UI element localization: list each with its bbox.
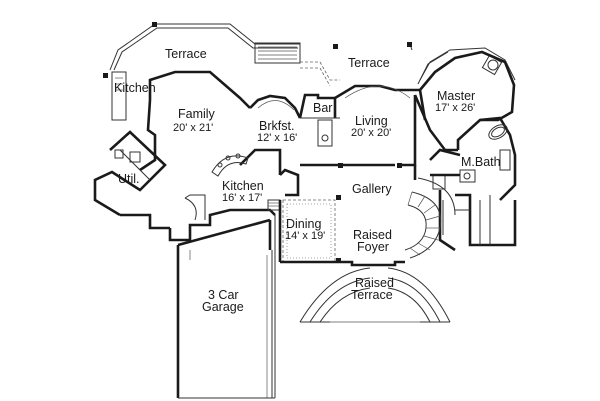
room-labels: Terrace Terrace Kitchen Family 20' x 21'… <box>114 47 501 314</box>
label-dining-size: 14' x 19' <box>285 230 325 242</box>
label-breakfast: Brkfst. <box>259 119 294 133</box>
raised-terrace <box>299 267 451 323</box>
label-bar: Bar <box>313 101 332 115</box>
label-dining: Dining <box>286 217 321 231</box>
label-raised-terrace-line1: Raised <box>355 276 394 290</box>
label-family: Family <box>178 107 216 121</box>
label-kitchen-size: 16' x 17' <box>222 192 262 204</box>
label-outdoor-kitchen: Kitchen <box>114 81 156 95</box>
label-master-size: 17' x 26' <box>435 102 475 114</box>
outdoor-kitchen <box>111 70 251 121</box>
label-garage-line2: Garage <box>202 300 244 314</box>
label-master: Master <box>437 89 475 103</box>
label-garage-line1: 3 Car <box>208 288 239 302</box>
label-kitchen: Kitchen <box>222 179 264 193</box>
label-utility: Util. <box>118 172 140 186</box>
label-terrace-left: Terrace <box>165 47 207 61</box>
label-raised-foyer-line1: Raised <box>353 228 392 242</box>
label-breakfast-size: 12' x 16' <box>257 132 297 144</box>
central-area <box>278 163 456 267</box>
label-gallery: Gallery <box>352 182 392 196</box>
label-terrace-right: Terrace <box>348 56 390 70</box>
label-living-size: 20' x 20' <box>351 127 391 139</box>
label-living: Living <box>355 114 388 128</box>
label-raised-terrace-line2: Terrace <box>351 288 393 302</box>
label-master-bath: M.Bath <box>461 155 501 169</box>
label-family-size: 20' x 21' <box>173 122 213 134</box>
label-raised-foyer-line2: Foyer <box>357 240 389 254</box>
exterior-walls <box>93 50 517 252</box>
garage <box>176 215 276 399</box>
